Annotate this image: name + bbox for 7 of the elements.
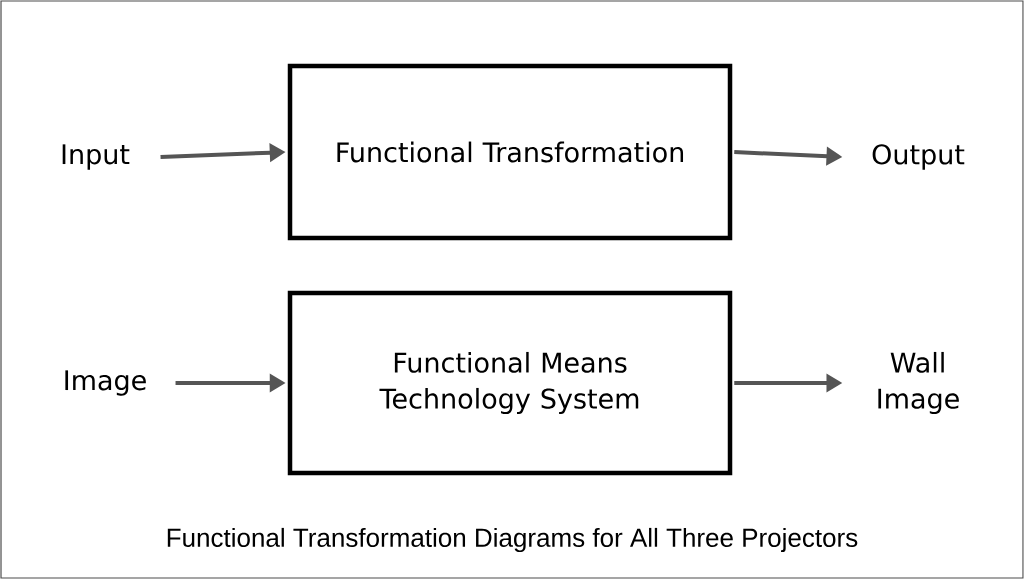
flow-label: Image: [65, 370, 146, 396]
process-box: Functional Means Technology System: [287, 290, 733, 476]
flow-label: Input: [62, 144, 130, 170]
process-box: Functional Transformation: [287, 63, 733, 241]
caption: Functional Transformation Diagrams for All Three Projectors: [167, 527, 858, 553]
flow-label: Output: [872, 144, 965, 170]
flow-label: Wall Image: [878, 351, 959, 415]
